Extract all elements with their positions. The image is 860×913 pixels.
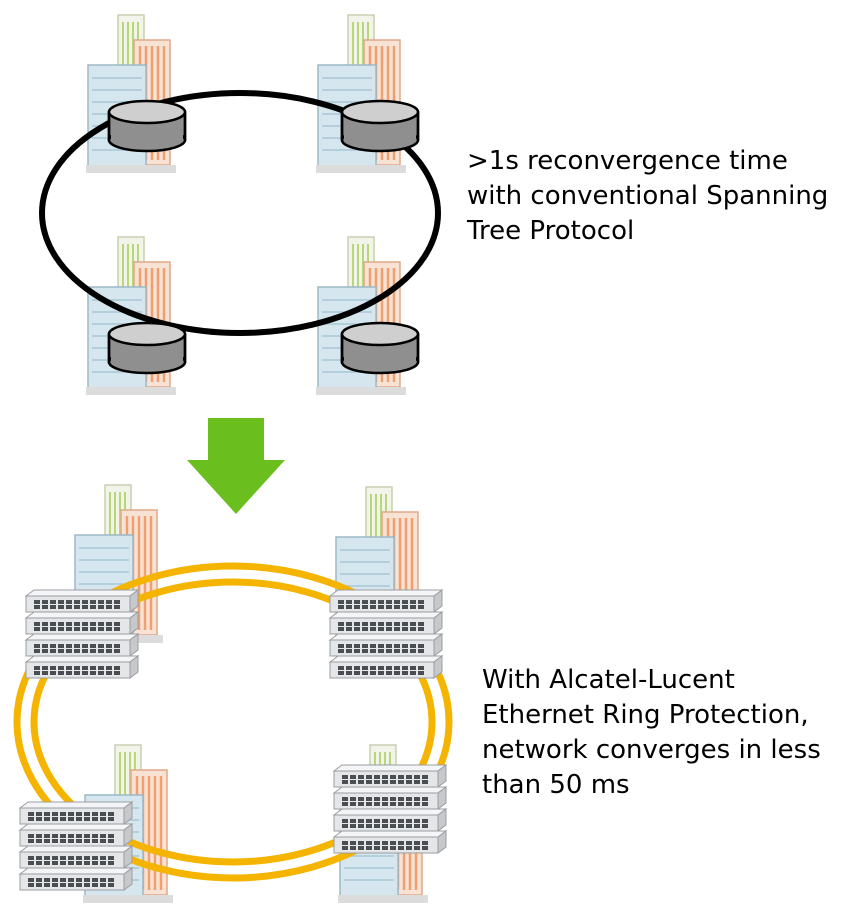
stp-caption: >1s reconvergence time with conventional… (467, 144, 828, 249)
erp-network-diagram (13, 483, 453, 905)
caption-line: with conventional Spanning (467, 181, 829, 211)
router-cylinder-icon (340, 321, 420, 375)
ethernet-switch-stack-icon (20, 802, 132, 890)
ethernet-switch-stack-icon (26, 590, 138, 678)
caption-line: network converges in less (482, 735, 821, 765)
caption-line: >1s reconvergence time (467, 146, 788, 176)
ethernet-switch-stack-icon (334, 765, 446, 853)
router-cylinder-icon (340, 99, 420, 153)
erp-ring-outer (13, 562, 453, 882)
erp-caption: With Alcatel-Lucent Ethernet Ring Protec… (482, 663, 821, 803)
down-arrow-icon (187, 418, 285, 514)
ethernet-switch-stack-icon (330, 590, 442, 678)
router-cylinder-icon (107, 99, 187, 153)
caption-line: Tree Protocol (467, 216, 635, 246)
stp-network-diagram (39, 13, 441, 397)
caption-line: With Alcatel-Lucent (482, 665, 735, 695)
stp-ring (39, 90, 441, 336)
erp-ring-inner (30, 578, 436, 866)
router-cylinder-icon (107, 321, 187, 375)
caption-line: than 50 ms (482, 770, 630, 800)
caption-line: Ethernet Ring Protection, (482, 700, 809, 730)
